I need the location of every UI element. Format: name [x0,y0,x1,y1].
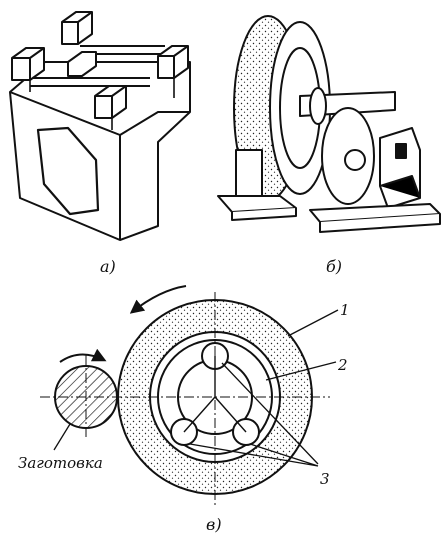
panel-b-label: б) [326,257,342,276]
callout-1: 1 [340,301,350,319]
panel-a-illustration [9,11,191,241]
panel-b-illustration [217,15,441,233]
panel-c-illustration [40,285,339,505]
panel-a-label: а) [100,257,116,276]
workpiece-label: Заготовка [18,454,103,472]
panel-c-label: в) [206,515,222,534]
callout-2: 2 [337,356,348,374]
callout-3: 3 [320,470,330,488]
